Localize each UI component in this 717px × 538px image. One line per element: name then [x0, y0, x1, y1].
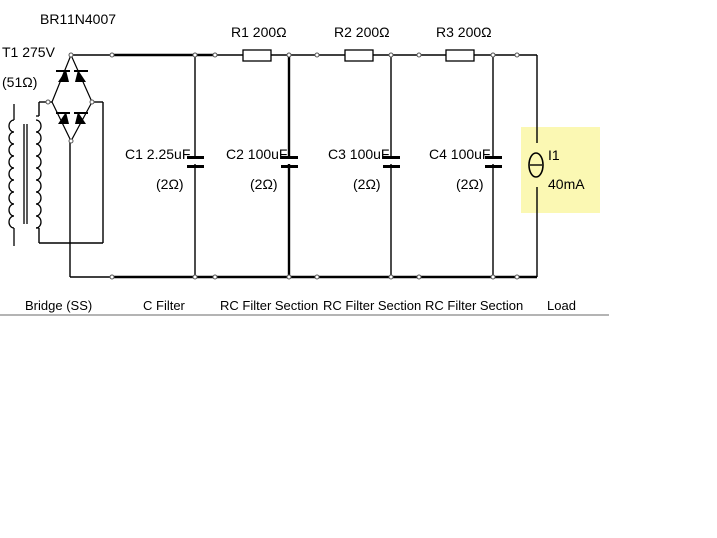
resistor-r2-label: R2 200Ω — [334, 24, 390, 40]
node-dot — [416, 274, 422, 280]
current-source-value: 40mA — [548, 176, 585, 192]
current-source-i1 — [528, 143, 546, 187]
transformer-resistance-label: (51Ω) — [2, 74, 37, 90]
node-dot — [212, 274, 218, 280]
node-dot — [192, 52, 198, 58]
capacitor-c1-value: C1 2.25uF — [125, 146, 190, 162]
node-dot — [68, 138, 74, 144]
capacitor-c3-esr: (2Ω) — [353, 176, 381, 192]
capacitor-c3-value: C3 100uF — [328, 146, 389, 162]
node-dot — [490, 274, 496, 280]
transformer-rating-label: T1 275V — [2, 44, 56, 60]
node-dot — [68, 52, 74, 58]
capacitor-c2-value: C2 100uF — [226, 146, 287, 162]
bridge-rectifier — [45, 52, 95, 144]
current-source-ref: I1 — [548, 147, 560, 163]
capacitor-c3 — [383, 156, 400, 168]
capacitor-c2-esr: (2Ω) — [250, 176, 278, 192]
node-dot — [514, 274, 520, 280]
diode-symbol — [56, 112, 70, 124]
node-dot — [89, 99, 95, 105]
node-dot — [490, 52, 496, 58]
section-label-rc-2: RC Filter Section — [323, 298, 421, 313]
rail-nodes — [109, 52, 520, 280]
section-label-bridge: Bridge (SS) — [25, 298, 92, 313]
node-dot — [388, 274, 394, 280]
node-dot — [514, 52, 520, 58]
diode-symbol — [74, 112, 88, 124]
resistor-r1-label: R1 200Ω — [231, 24, 287, 40]
node-dot — [286, 274, 292, 280]
bridge-part-label: 1N4007 — [67, 11, 116, 27]
node-dot — [212, 52, 218, 58]
node-dot — [314, 52, 320, 58]
node-dot — [286, 52, 292, 58]
node-dot — [388, 52, 394, 58]
resistor-r3-label: R3 200Ω — [436, 24, 492, 40]
capacitor-c4-esr: (2Ω) — [456, 176, 484, 192]
section-label-rc-1: RC Filter Section — [220, 298, 318, 313]
bridge-ref-label: BR1 — [40, 11, 67, 27]
capacitor-c1 — [187, 156, 204, 168]
node-dot — [314, 274, 320, 280]
capacitor-c2 — [281, 156, 298, 168]
node-dot — [192, 274, 198, 280]
node-dot — [45, 99, 51, 105]
diode-symbol — [74, 70, 88, 82]
transformer — [8, 104, 42, 246]
section-label-load: Load — [547, 298, 576, 313]
capacitor-c4 — [485, 156, 502, 168]
section-label-c-filter: C Filter — [143, 298, 186, 313]
node-dot — [109, 52, 115, 58]
resistor-r1 — [242, 49, 272, 62]
node-dot — [109, 274, 115, 280]
section-label-rc-3: RC Filter Section — [425, 298, 523, 313]
node-dot — [416, 52, 422, 58]
diode-symbol — [56, 70, 70, 82]
capacitor-c4-value: C4 100uF — [429, 146, 490, 162]
resistor-r2 — [344, 49, 374, 62]
capacitor-c1-esr: (2Ω) — [156, 176, 184, 192]
resistor-r3 — [445, 49, 475, 62]
